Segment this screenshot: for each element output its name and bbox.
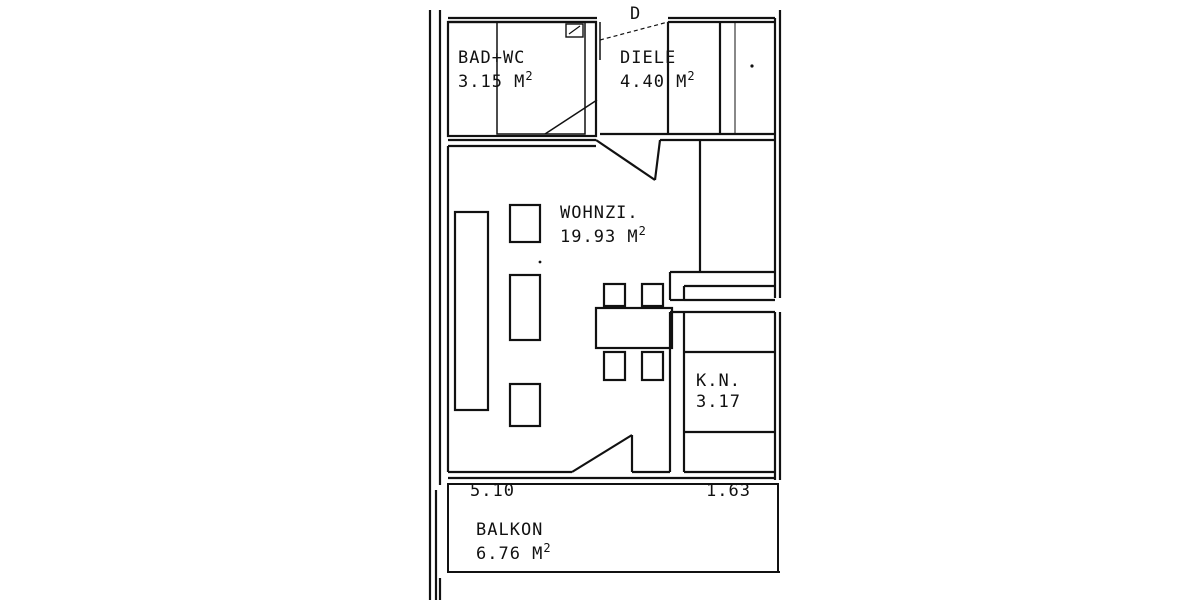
chair [602,350,627,382]
area-unit-exponent: 2 [687,69,696,84]
armchair-top [508,203,542,244]
area-unit-exponent: 2 [525,69,534,84]
bathtub [496,21,586,135]
bath-vent [565,23,584,38]
room-label-kn: K.N. 3.17 [696,371,741,414]
room-area: 3.17 [696,392,741,413]
chair [640,282,665,308]
room-name: WOHNZI. [560,203,639,223]
room-name: DIELE [620,48,677,68]
door-marker: D [630,4,642,24]
room-label-balkon: BALKON 6.76 M2 [476,520,552,566]
chair [602,282,627,308]
dining-table [594,306,674,350]
room-label-bad-wc: BAD+WC 3.15 M2 [458,48,534,94]
room-name: BAD+WC [458,48,526,68]
area-unit-exponent: 2 [543,541,552,556]
room-area: 4.40 M [620,72,688,93]
chair [640,350,665,382]
bathroom-door [544,99,598,135]
balcony-door [571,434,633,473]
room-label-diele: DIELE 4.40 M2 [620,48,696,94]
sofa [453,210,490,412]
room-area: 3.15 M [458,72,526,93]
room-area: 19.93 M [560,227,639,248]
area-unit-exponent: 2 [638,224,647,239]
dimension-balkon-width: 5.10 [470,481,515,501]
room-name: BALKON [476,520,544,540]
entrance-door [599,21,669,41]
armchair-bottom [508,382,542,428]
room-name: K.N. [696,371,741,391]
coffee-table [508,273,542,342]
dimension-balkon-depth: 1.63 [706,481,751,501]
living-door [595,139,656,181]
room-label-wohnzi: WOHNZI. 19.93 M2 [560,203,647,249]
room-area: 6.76 M [476,544,544,565]
